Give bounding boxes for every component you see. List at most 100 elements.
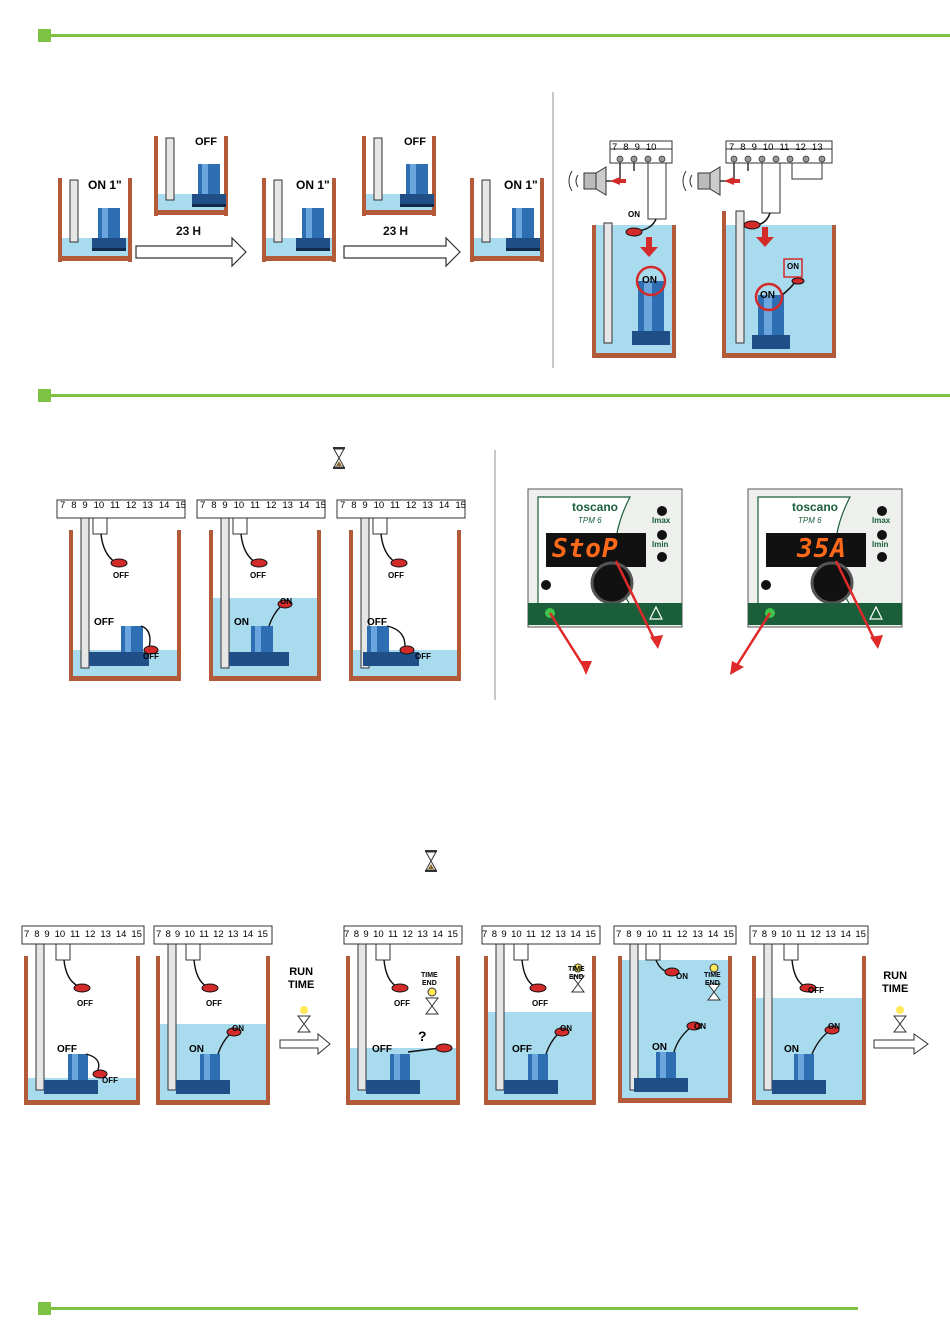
on-label: ON 1" bbox=[88, 178, 122, 192]
run-time-label: RUN TIME bbox=[288, 966, 314, 992]
run-label: RUN bbox=[883, 970, 908, 982]
terminal-number: 13 bbox=[417, 929, 428, 940]
terminal-number: 9 bbox=[44, 929, 50, 940]
arrow-right-icon bbox=[343, 236, 461, 268]
terminal-numbers-a: 7 8 9 10 bbox=[612, 142, 656, 153]
arrow-right-icon bbox=[873, 1006, 929, 1055]
terminal-number: 7 bbox=[60, 500, 66, 511]
terminal-number: 8 bbox=[491, 929, 497, 940]
terminal-number: 14 bbox=[242, 929, 254, 940]
terminal-number: 12 bbox=[265, 500, 277, 511]
terminal-number: 8 bbox=[211, 500, 217, 511]
time-label: TIME bbox=[568, 966, 585, 973]
float-off-label: OFF bbox=[388, 571, 404, 580]
float-on-label: ON bbox=[232, 1024, 244, 1033]
terminal-number: 7 bbox=[344, 929, 350, 940]
terminal-number: 12 bbox=[402, 929, 413, 940]
float-off-label: OFF bbox=[77, 999, 93, 1008]
terminal-number: 9 bbox=[222, 500, 228, 511]
terminal-number: 12 bbox=[213, 929, 224, 940]
panel-imax: Imax bbox=[872, 516, 891, 525]
tank-on-1 bbox=[58, 178, 132, 262]
terminal-number: 10 bbox=[762, 142, 774, 153]
terminal-number: 13 bbox=[555, 929, 566, 940]
float-on-label: ON bbox=[628, 210, 640, 219]
pump-off-label: OFF bbox=[94, 617, 114, 628]
end-label: END bbox=[421, 980, 437, 987]
terminal-number: 11 bbox=[390, 500, 400, 511]
tank-full-state bbox=[613, 925, 737, 1103]
terminal-number: 13 bbox=[142, 500, 153, 511]
terminal-number: 8 bbox=[34, 929, 40, 940]
panel-brand: toscano bbox=[792, 500, 839, 514]
panel-model: TPM 6 bbox=[578, 516, 602, 525]
float-off-label: OFF bbox=[808, 986, 824, 995]
display-stop: StoP bbox=[552, 534, 619, 564]
terminal-number: 15 bbox=[447, 929, 458, 940]
divider-line bbox=[51, 34, 950, 37]
terminal-number: 14 bbox=[115, 929, 127, 940]
divider-marker bbox=[38, 1302, 51, 1315]
tank-on-2 bbox=[262, 178, 336, 262]
float-off-label: OFF bbox=[532, 999, 548, 1008]
terminal-number: 14 bbox=[840, 929, 851, 940]
terminal-number: 7 bbox=[340, 500, 346, 511]
terminal-number: 12 bbox=[795, 142, 806, 153]
off-label: OFF bbox=[404, 136, 426, 148]
vertical-separator-2 bbox=[494, 450, 496, 700]
float-on-label: ON bbox=[828, 1022, 840, 1031]
divider-marker bbox=[38, 29, 51, 42]
section-divider-middle bbox=[38, 389, 950, 402]
terminal-number: 7 bbox=[200, 500, 206, 511]
time-label: TIME bbox=[288, 979, 315, 991]
tank-on-state bbox=[196, 499, 326, 681]
off-label: OFF bbox=[195, 136, 217, 148]
terminal-number: 12 bbox=[676, 929, 688, 940]
tank-off-2 bbox=[362, 136, 436, 216]
terminal-number: 10 bbox=[233, 500, 245, 511]
terminal-number: 11 bbox=[779, 142, 790, 153]
control-panels bbox=[527, 488, 903, 675]
terminal-number: 10 bbox=[93, 500, 105, 511]
arrow-right-icon bbox=[135, 236, 247, 268]
alarm-tank-right bbox=[720, 140, 836, 358]
terminal-number: 7 bbox=[482, 929, 488, 940]
terminal-number: 13 bbox=[282, 500, 293, 511]
float-off-label: OFF bbox=[415, 652, 431, 661]
terminal-number: 7 bbox=[24, 929, 30, 940]
float-off-label: OFF bbox=[113, 571, 129, 580]
panel-stop bbox=[527, 488, 683, 675]
panel-imin: Imin bbox=[872, 540, 889, 549]
tank-on-state bbox=[749, 925, 869, 1105]
tank-off-state bbox=[56, 499, 186, 681]
float-off-label: OFF bbox=[394, 999, 410, 1008]
terminal-number: 9 bbox=[174, 929, 181, 940]
terminal-number: 15 bbox=[131, 929, 142, 940]
float-on-label: ON bbox=[280, 597, 292, 606]
terminal-number: 14 bbox=[158, 500, 170, 511]
terminal-number: 15 bbox=[175, 500, 186, 511]
tank-off-state bbox=[21, 925, 145, 1105]
terminal-number: 15 bbox=[257, 929, 268, 940]
terminal-number: 13 bbox=[100, 929, 111, 940]
terminal-number: 8 bbox=[165, 929, 171, 940]
terminal-number: 8 bbox=[623, 142, 629, 153]
terminal-number: 9 bbox=[771, 929, 777, 940]
terminal-number: 11 bbox=[796, 929, 806, 940]
pump-on-label: ON bbox=[784, 1044, 799, 1055]
terminal-number: 8 bbox=[71, 500, 77, 511]
tank-on-3 bbox=[470, 178, 544, 262]
terminal-number: 10 bbox=[373, 500, 385, 511]
terminal-numbers-b: 7 8 9 10 11 12 13 bbox=[729, 142, 823, 153]
float-on-label: ON bbox=[560, 1024, 572, 1033]
divider-line bbox=[51, 1307, 858, 1310]
terminal-number: 10 bbox=[511, 929, 522, 940]
terminal-number: 7 bbox=[156, 929, 162, 940]
terminal-number: 11 bbox=[250, 500, 260, 511]
terminal-number: 7 bbox=[616, 929, 622, 940]
